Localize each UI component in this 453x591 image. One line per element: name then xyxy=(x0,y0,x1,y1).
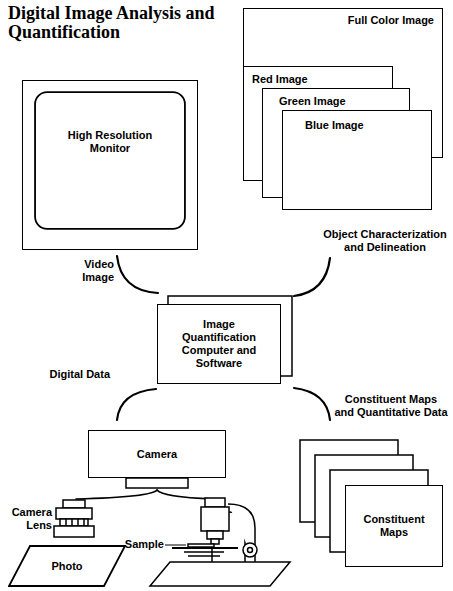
monitor-box: High Resolution Monitor xyxy=(22,80,198,250)
node-text: Image Quantification Computer and Softwa… xyxy=(174,318,264,370)
node-text: Full Color Image xyxy=(348,14,434,27)
annotation-label: Digital Data xyxy=(44,368,110,381)
photo-shape: Photo xyxy=(8,545,126,587)
camera-mount xyxy=(126,478,188,488)
node-text: Constituent Maps xyxy=(354,513,434,539)
annotation-label: Sample xyxy=(118,538,164,551)
annotation-label: Object Characterization and Delineation xyxy=(322,228,448,254)
node-text: High Resolution Monitor xyxy=(49,129,171,155)
annotation-label: Constituent Maps and Quantitative Data xyxy=(334,393,448,419)
annotation-label: Video Image xyxy=(56,258,114,284)
node-text: Camera xyxy=(137,448,177,461)
node-text: Green Image xyxy=(279,95,346,108)
monitor-screen xyxy=(23,81,197,249)
bracket-arc xyxy=(117,256,158,293)
annotation-label: Camera Lens xyxy=(4,506,52,532)
lens-symbol xyxy=(54,500,94,537)
bracket-arc xyxy=(294,388,330,420)
bracket-arc xyxy=(117,389,156,420)
brace xyxy=(76,490,157,499)
node-text: Photo xyxy=(51,560,82,573)
diagram-title: Digital Image Analysis and Quantificatio… xyxy=(8,4,218,42)
camera-box: Camera xyxy=(88,430,226,478)
node-text: Blue Image xyxy=(305,119,364,132)
image-page: Blue Image xyxy=(282,110,432,210)
bracket-arc xyxy=(294,258,330,296)
leader-line xyxy=(165,545,186,546)
map-page: Constituent Maps xyxy=(345,485,443,567)
microscope-symbol xyxy=(150,498,290,586)
node-text: Red Image xyxy=(252,73,308,86)
process-box: Image Quantification Computer and Softwa… xyxy=(157,304,281,384)
